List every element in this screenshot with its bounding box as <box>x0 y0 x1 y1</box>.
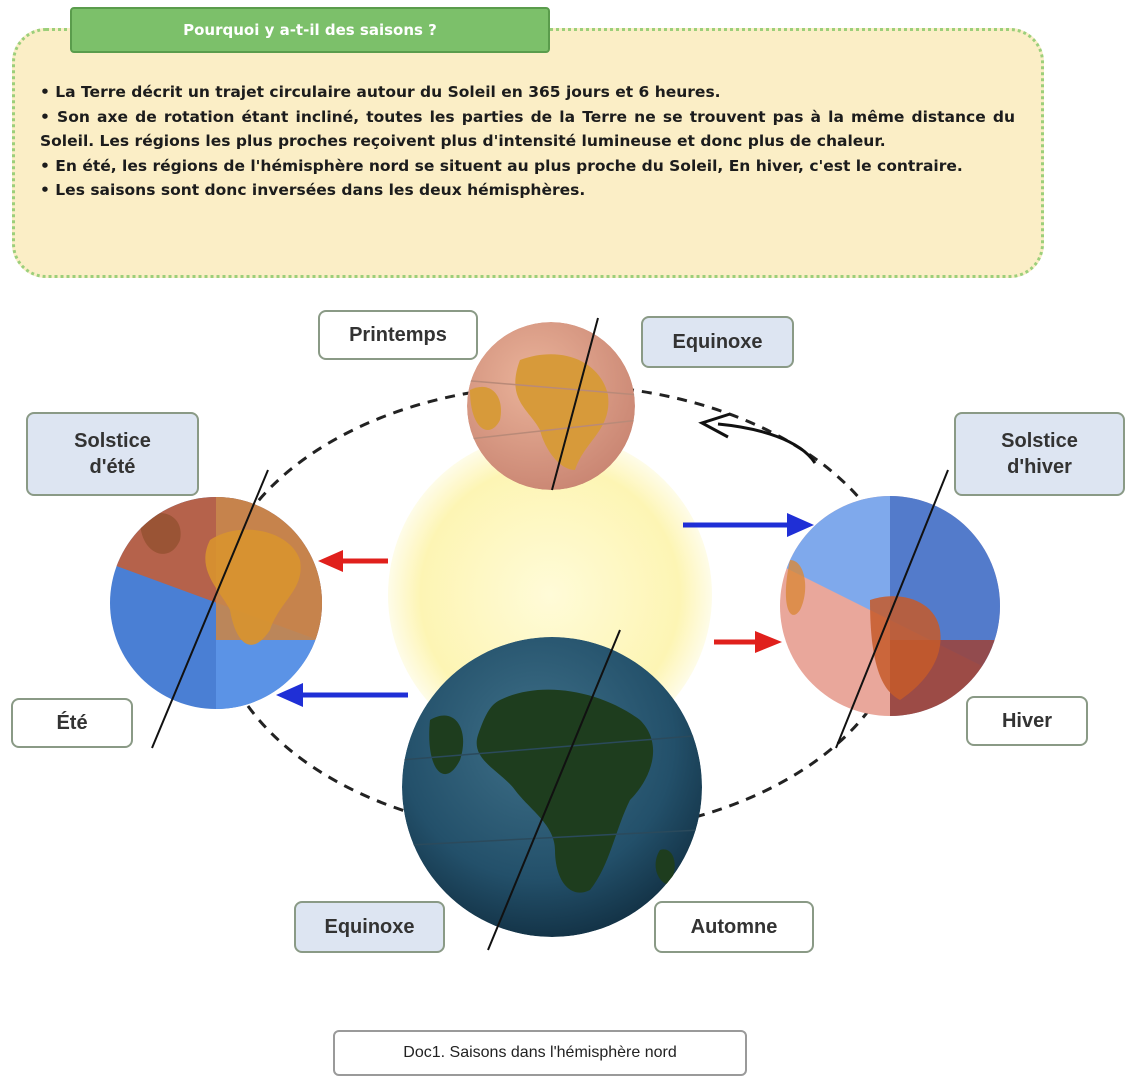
label-automne: Automne <box>654 901 814 953</box>
label-solstice-ete: Solstice d'été <box>26 412 199 496</box>
figure-caption: Doc1. Saisons dans l'hémisphère nord <box>333 1030 747 1076</box>
bullet-orbit: • La Terre décrit un trajet circulaire a… <box>40 83 721 101</box>
earth-summer <box>110 497 322 709</box>
bullet-axis: • Son axe de rotation étant incliné, tou… <box>40 107 1015 151</box>
label-hiver: Hiver <box>966 696 1088 746</box>
axis-winter <box>835 469 949 749</box>
info-title: Pourquoi y a-t-il des saisons ? <box>70 7 550 53</box>
seasons-diagram <box>110 317 1000 951</box>
hot-arrow-right <box>714 631 782 653</box>
cold-arrow-left <box>276 683 408 707</box>
axis-spring <box>551 317 599 491</box>
label-equinoxe-bottom: Equinoxe <box>294 901 445 953</box>
earth-spring <box>467 322 635 490</box>
info-box <box>12 28 1044 278</box>
label-printemps: Printemps <box>318 310 478 360</box>
axis-summer <box>151 469 269 749</box>
label-equinoxe-top: Equinoxe <box>641 316 794 368</box>
cold-arrow-right <box>683 513 814 537</box>
bullet-inverted: • Les saisons sont donc inversées dans l… <box>40 181 586 199</box>
bullet-summer-winter: • En été, les régions de l'hémisphère no… <box>40 156 963 175</box>
label-ete: Été <box>11 698 133 748</box>
info-bullets: • La Terre décrit un trajet circulaire a… <box>40 80 1015 203</box>
label-solstice-hiver: Solstice d'hiver <box>954 412 1125 496</box>
orbit-direction-arrow <box>698 412 817 464</box>
hot-arrow-left <box>318 550 388 572</box>
earth-autumn <box>402 637 702 937</box>
axis-autumn <box>487 629 621 951</box>
